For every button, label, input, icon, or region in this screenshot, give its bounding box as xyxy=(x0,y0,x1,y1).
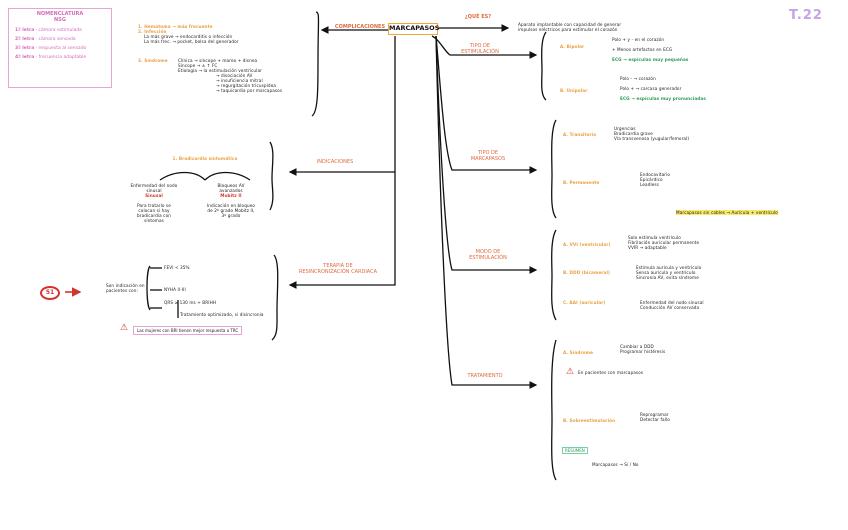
permanente-label: B. Permanente xyxy=(563,180,600,185)
unipolar-item: Polo - → corazón Polo + → carcasa genera… xyxy=(620,76,706,102)
branch-terapia-resincronizacion: TERAPIA DE RESINCRONIZACIÓN CARDIACA xyxy=(298,263,378,276)
ddd-items: Estimula aurícula y ventrículo Sensa aur… xyxy=(636,265,702,281)
branch-tratamiento: TRATAMIENTO xyxy=(467,373,503,379)
trat-sobre-items: Reprogramar Detectar fallo xyxy=(640,412,670,423)
vvi-label: A. VVI (ventricular) xyxy=(563,242,611,247)
branch-modo-estimulacion: MODO DE ESTIMULACIÓN xyxy=(469,249,507,262)
terapia-warning: Las mujeres con BRI tienen mejor respues… xyxy=(133,326,243,335)
transitorio-label: A. Transitorio xyxy=(563,132,597,137)
terapia-left: Son indicación en pacientes con: xyxy=(106,283,145,294)
trat-bottom: Marcapasos → Sí / No xyxy=(592,462,639,467)
que-es-text: Aparato implantable con capacidad de gen… xyxy=(518,22,622,33)
nomenclature-title: NOMENCLATURA NSG xyxy=(36,11,84,23)
leadless-highlight: Marcapasos sin cables → Aurícula + ventr… xyxy=(676,210,778,216)
transitorio-items: Urgencias Bradicardia grave Vía transven… xyxy=(614,126,690,142)
vvi-items: Solo estimula ventrículo Fibrilación aur… xyxy=(628,235,700,251)
trat-sindrome-items: Cambiar a DDD Programar histéresis xyxy=(620,344,666,355)
branch-complicaciones: COMPLICACIONES xyxy=(334,24,386,30)
ddd-label: B. DDD (bicameral) xyxy=(563,270,611,275)
nomenclature-row: 4ª letra · frecuencia adaptable xyxy=(15,54,87,60)
bipolar-item: Polo + y - en el corazón + Menos artefac… xyxy=(612,37,689,63)
aai-items: Enfermedad del nodo sinusal Conducción A… xyxy=(640,300,704,311)
branch-indicaciones: INDICACIONES xyxy=(316,159,354,165)
bipolar-label: A. Bipolar xyxy=(560,44,585,49)
central-node: MARCAPASOS xyxy=(388,23,439,35)
terapia-line2: NYHA II-III xyxy=(164,287,186,292)
branch-tipo-estimulacion: TIPO DE ESTIMULACIÓN xyxy=(461,43,499,56)
warning-icon: ⚠ xyxy=(120,323,129,333)
nomenclature-row: 3ª letra · respuesta al sensado xyxy=(15,45,87,51)
numbered-circle: 51 xyxy=(40,286,60,300)
branch-que-es: ¿QUÉ ES? xyxy=(464,14,492,20)
indicaciones-right: Bloqueos AV avanzados Mobitz II Indicaci… xyxy=(206,183,256,219)
nomenclature-box: NOMENCLATURA NSG 1ª letra · cámara estim… xyxy=(8,8,112,88)
nomenclature-row: 2ª letra · cámara sensada xyxy=(15,36,76,42)
trat-sindrome-label: A. Síndrome xyxy=(563,350,594,355)
indicaciones-left: Enfermedad del nodo sinusal Sinusal Para… xyxy=(130,183,178,224)
aai-label: C. AAI (auricular) xyxy=(563,300,606,305)
terapia-line3: QRS ≥ 130 ms + BRIHH xyxy=(164,300,217,305)
trat-sobre-label: B. Sobreestimulación xyxy=(563,418,616,423)
terapia-extra: Tratamiento optimizado, si disincronía xyxy=(180,312,264,317)
page-number: T.22 xyxy=(789,8,823,23)
terapia-line1: FEVI < 35% xyxy=(164,265,190,270)
unipolar-label: B. Unipolar xyxy=(560,88,588,93)
nomenclature-row: 1ª letra · cámara estimulada xyxy=(15,27,82,33)
complicaciones-note: 1. Hematoma → más frecuente 2. Infección… xyxy=(138,24,283,94)
indicaciones-title: 1. Bradicardia sintomática xyxy=(172,156,238,161)
branch-tipo-marcapasos: TIPO DE MARCAPASOS xyxy=(470,150,506,163)
warning-icon: ⚠ xyxy=(566,367,575,377)
permanente-items: Endocavitario Epicárdico Leadless xyxy=(640,172,670,188)
resumen-box: RESUMEN xyxy=(562,447,588,454)
trat-warning: En pacientes con marcapasos xyxy=(578,370,644,375)
